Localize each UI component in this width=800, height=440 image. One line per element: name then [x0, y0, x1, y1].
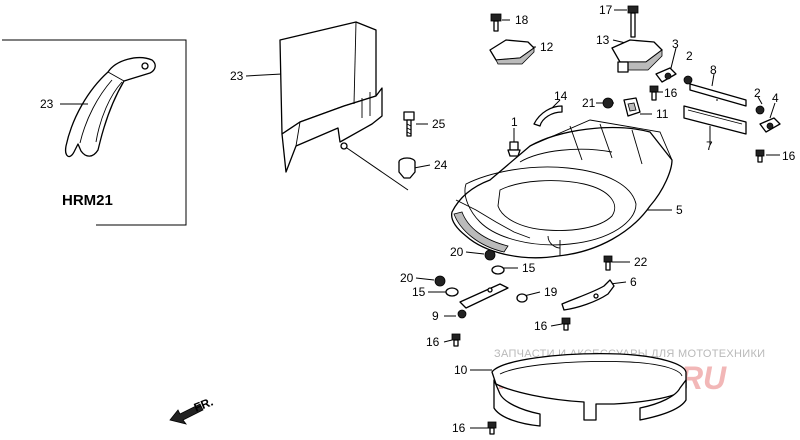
chute-deflector-part [64, 57, 156, 158]
callout-16-right: 16 [782, 149, 796, 163]
part-16-bolt-e [487, 421, 497, 435]
inset-model-label: HRM21 [62, 192, 113, 209]
part-8-rod [689, 83, 747, 107]
callout-9: 9 [432, 309, 439, 323]
callout-19: 19 [544, 285, 558, 299]
part-20-nut-a [484, 249, 496, 261]
callout-3: 3 [672, 37, 679, 51]
callout-21: 21 [582, 96, 596, 110]
part-16-bolt-c [561, 317, 571, 331]
part-2-nut-b [755, 105, 765, 115]
part-5-mower-deck [450, 119, 673, 259]
callout-16-left: 16 [426, 335, 440, 349]
part-1-nut [507, 141, 521, 157]
part-23-chute-guard [279, 21, 383, 173]
callout-7: 7 [706, 139, 713, 153]
part-21-nut [602, 97, 614, 109]
part-6-bracket [561, 279, 615, 311]
inset-frame [2, 39, 187, 226]
part-7-plate [683, 105, 747, 135]
callout-25: 25 [432, 117, 446, 131]
callout-23: 23 [230, 69, 244, 83]
part-16-bolt-d [451, 333, 461, 347]
callout-11: 11 [656, 107, 669, 121]
callout-22: 22 [634, 255, 648, 269]
callout-18: 18 [515, 13, 529, 27]
callout-24: 24 [434, 158, 448, 172]
callout-12: 12 [540, 40, 554, 54]
hrm21-inset: HRM21 [2, 39, 187, 226]
front-arrow-icon [169, 403, 204, 425]
callout-17: 17 [599, 3, 613, 17]
part-3-clip [655, 67, 677, 83]
part-18-bolt [490, 13, 502, 32]
callout-16-upper: 16 [664, 86, 678, 100]
part-19-fastener [516, 293, 528, 303]
callout-15-upper: 15 [522, 261, 536, 275]
part-25-bolt [403, 111, 415, 137]
callout-labels: 23 23 18 12 17 13 3 8 2 4 14 21 11 16 7 … [40, 3, 796, 435]
callout-13: 13 [596, 33, 610, 47]
part-22-bolt [603, 255, 613, 271]
part-13-bracket [611, 39, 663, 73]
callout-5: 5 [676, 203, 683, 217]
callout-8: 8 [710, 63, 717, 77]
part-24-bushing [398, 157, 416, 179]
part-11-bushing [623, 97, 641, 117]
callout-16-mid: 16 [534, 319, 548, 333]
part-9-bracket [457, 283, 509, 319]
callout-6: 6 [630, 275, 637, 289]
callout-2-upper: 2 [686, 49, 693, 63]
part-12-cover [489, 39, 535, 65]
part-14-strip [533, 105, 563, 127]
part-16-bolt-b [755, 149, 765, 163]
callout-14: 14 [554, 89, 568, 103]
part-2-nut-a [683, 75, 693, 85]
part-15-nut-a [491, 265, 505, 275]
callout-23-inset: 23 [40, 97, 54, 111]
callout-1: 1 [511, 115, 518, 129]
part-17-bolt [627, 5, 639, 38]
callout-2-right: 2 [754, 86, 761, 100]
part-15-nut-b [445, 287, 459, 297]
callout-15-lower: 15 [412, 285, 426, 299]
part-20-nut-b [434, 275, 446, 287]
callout-20-lower: 20 [400, 271, 414, 285]
callout-16-bottom: 16 [452, 421, 466, 435]
front-direction-label: FR. [192, 395, 215, 415]
part-4-clip [759, 117, 781, 133]
callout-20-upper: 20 [450, 245, 464, 259]
callout-4: 4 [772, 91, 779, 105]
part-10-skirt-band [491, 353, 687, 427]
part-16-bolt-a [649, 85, 659, 101]
front-direction-indicator: FR. [169, 395, 215, 425]
leader-lines [60, 9, 780, 429]
callout-10: 10 [454, 363, 468, 377]
